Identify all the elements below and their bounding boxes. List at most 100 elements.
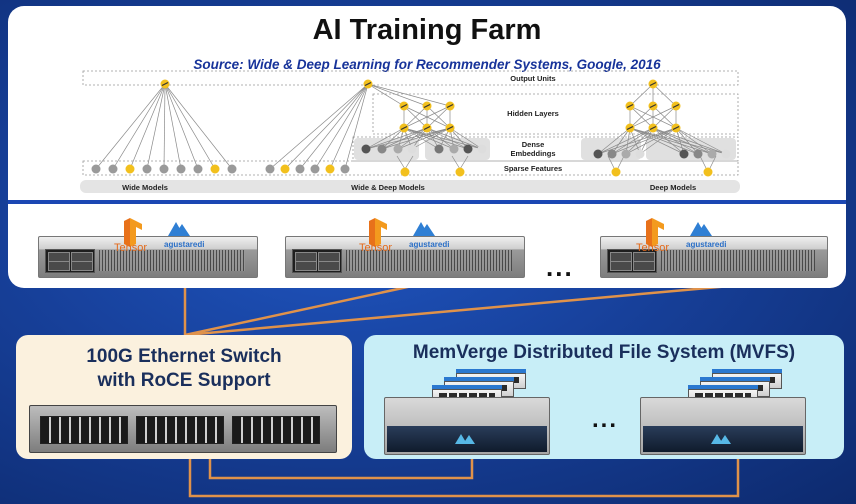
activation-mark [364,81,372,87]
more-servers-ellipsis: ... [546,252,574,282]
switch-title-line2: with RoCE Support [97,370,271,391]
cable-switch-fs2 [188,459,740,498]
dense-embedding-node [693,149,703,159]
wide-deep-network-diagram: Output Units Hidden Layers Dense Embeddi… [80,70,740,193]
label-wide-deep-models: Wide & Deep Models [351,183,425,192]
source-citation: Source: Wide & Deep Learning for Recomme… [193,57,661,72]
activation-mark [446,103,454,109]
label-hidden-layers: Hidden Layers [507,109,559,118]
agent-label: agustaredi [686,240,727,249]
sparse-layer-box [82,160,739,176]
more-storage-ellipsis: ... [592,406,619,433]
label-sparse-features: Sparse Features [504,164,562,173]
activation-mark [649,125,657,131]
memverge-logo-icon [711,434,731,444]
tensorflow-logo-icon [124,218,190,247]
switch-title-line1: 100G Ethernet Switch [86,346,282,367]
label-dense-1: Dense [522,140,545,149]
sparse-feature-node [176,164,186,174]
mvfs-title: MemVerge Distributed File System (MVFS) [412,342,796,363]
activation-mark [672,103,680,109]
dense-embedding-node [679,149,689,159]
training-farm-panel: AI Training Farm Source: Wide & Deep Lea… [8,6,846,288]
dense-layer-box [352,136,739,162]
sparse-feature-node [227,164,237,174]
model-label-bar [80,180,740,193]
cable-server3 [184,284,731,337]
sparse-feature-node [703,167,713,177]
activation-mark [446,125,454,131]
dense-embedding-node [721,149,731,159]
sparse-feature-node [310,164,320,174]
dense-embedding-node [707,149,717,159]
sparse-feature-node [108,164,118,174]
activation-mark [423,103,431,109]
output-layer-box [82,70,739,86]
section-divider [8,200,846,204]
activation-mark [649,103,657,109]
tensor-label: Tensor [359,242,393,254]
sparse-feature-node [193,164,203,174]
activation-mark [626,125,634,131]
tensorflow-logo-icon [646,218,712,247]
dense-embedding-node [477,144,487,154]
port-group-3 [232,416,320,444]
sparse-feature-node [159,164,169,174]
sparse-feature-node [611,167,621,177]
switch-title: 100G Ethernet Switch with RoCE Support [16,345,352,393]
hidden-layer-box [372,93,739,135]
gpu-server-2 [285,236,525,278]
sparse-feature-node [210,164,220,174]
gpu-server-1 [38,236,258,278]
dense-embedding-node [449,144,459,154]
dense-embedding-node [621,149,631,159]
sparse-feature-node [91,164,101,174]
memverge-logo-icon [455,434,475,444]
dense-embedding-node [463,144,473,154]
label-wide-models: Wide Models [122,183,168,192]
page-title: AI Training Farm [312,14,542,46]
activation-mark [161,81,169,87]
sparse-feature-node [455,167,465,177]
tensor-label: Tensor [114,242,148,254]
dense-embedding-node [407,144,417,154]
port-group-2 [136,416,224,444]
label-output-units: Output Units [510,74,555,83]
sparse-feature-node [125,164,135,174]
activation-mark [400,125,408,131]
ethernet-switch-panel: 100G Ethernet Switch with RoCE Support [16,335,352,459]
storage-node-2 [640,363,820,455]
sparse-feature-node [400,167,410,177]
cable-switch-fs1 [208,459,474,480]
agent-label: agustaredi [164,240,205,249]
dense-embedding-node [393,144,403,154]
tensorflow-logo-icon [369,218,435,247]
storage-node-1 [384,363,564,455]
ethernet-switch-device [29,405,337,453]
activation-mark [649,81,657,87]
label-dense-2: Embeddings [510,149,555,158]
gpu-server-3 [600,236,828,278]
dense-embedding-node [377,144,387,154]
activation-mark [423,125,431,131]
tensor-label: Tensor [636,242,670,254]
dense-embedding-node [361,144,371,154]
activation-mark [400,103,408,109]
sparse-feature-node [340,164,350,174]
label-deep-models: Deep Models [650,183,696,192]
sparse-feature-node [295,164,305,174]
activation-mark [672,125,680,131]
dense-embedding-node [593,149,603,159]
port-group-1 [40,416,128,444]
agent-label: agustaredi [409,240,450,249]
sparse-feature-node [265,164,275,174]
dense-embedding-node [434,144,444,154]
sparse-feature-node [142,164,152,174]
dense-embedding-node [635,149,645,159]
activation-mark [626,103,634,109]
sparse-feature-node [325,164,335,174]
sparse-feature-node [280,164,290,174]
cable-server2 [184,284,413,337]
dense-embedding-node [607,149,617,159]
